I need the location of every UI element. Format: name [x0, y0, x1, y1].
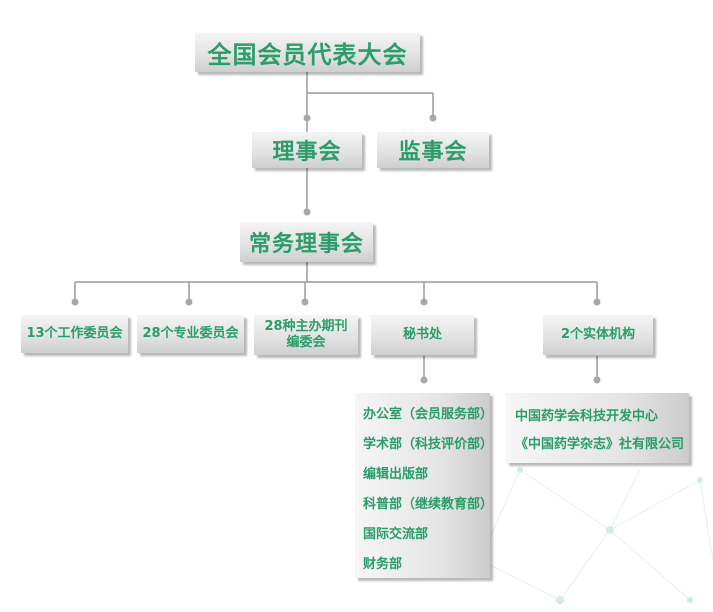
junction-dot [593, 376, 601, 384]
junction-dot [420, 298, 428, 306]
junction-dot [429, 114, 437, 122]
node-entities-label: 2个实体机构 [560, 327, 636, 342]
node-professional-committees-label: 28个专业委员会 [142, 326, 239, 341]
node-standing-council-label: 常务理事会 [248, 232, 364, 257]
node-secretariat: 秘书处 [371, 315, 474, 355]
junction-dot [303, 114, 311, 122]
junction-dot [303, 208, 311, 216]
node-national-congress-label: 全国会员代表大会 [207, 41, 408, 69]
entity-list: 中国药学会科技开发中心 《中国药学杂志》社有限公司 [506, 393, 689, 463]
node-working-committees: 13个工作委员会 [21, 315, 128, 353]
junction-dot [71, 298, 79, 306]
junction-dot [301, 298, 309, 306]
department-item: 办公室（会员服务部） [363, 407, 494, 422]
node-council: 理事会 [252, 132, 362, 168]
entity-item: 《中国药学杂志》社有限公司 [515, 437, 685, 452]
node-supervisory-board-label: 监事会 [398, 140, 468, 165]
node-journals-label: 28种主办期刊 [264, 319, 348, 334]
secretariat-department-list: 办公室（会员服务部） 学术部（科技评价部） 编辑出版部 科普部（继续教育部） 国… [355, 393, 494, 578]
department-item: 科普部（继续教育部） [363, 497, 494, 512]
node-standing-council: 常务理事会 [240, 222, 373, 262]
node-editorial-boards-label: 编委会 [286, 335, 326, 350]
node-national-congress: 全国会员代表大会 [195, 33, 420, 72]
junction-dot [593, 298, 601, 306]
entity-item: 中国药学会科技开发中心 [515, 409, 659, 424]
junction-dot [185, 298, 193, 306]
department-item: 财务部 [363, 557, 403, 572]
node-professional-committees: 28个专业委员会 [137, 315, 244, 353]
node-entities: 2个实体机构 [543, 315, 653, 355]
node-working-committees-label: 13个工作委员会 [26, 326, 123, 341]
node-secretariat-label: 秘书处 [402, 327, 442, 342]
node-journal-editorial-boards: 28种主办期刊 编委会 [254, 315, 358, 355]
department-item: 编辑出版部 [363, 467, 429, 482]
department-item: 国际交流部 [363, 527, 429, 542]
junction-dot [420, 376, 428, 384]
node-supervisory-board: 监事会 [377, 132, 489, 168]
department-item: 学术部（科技评价部） [363, 437, 494, 452]
node-council-label: 理事会 [272, 140, 342, 165]
